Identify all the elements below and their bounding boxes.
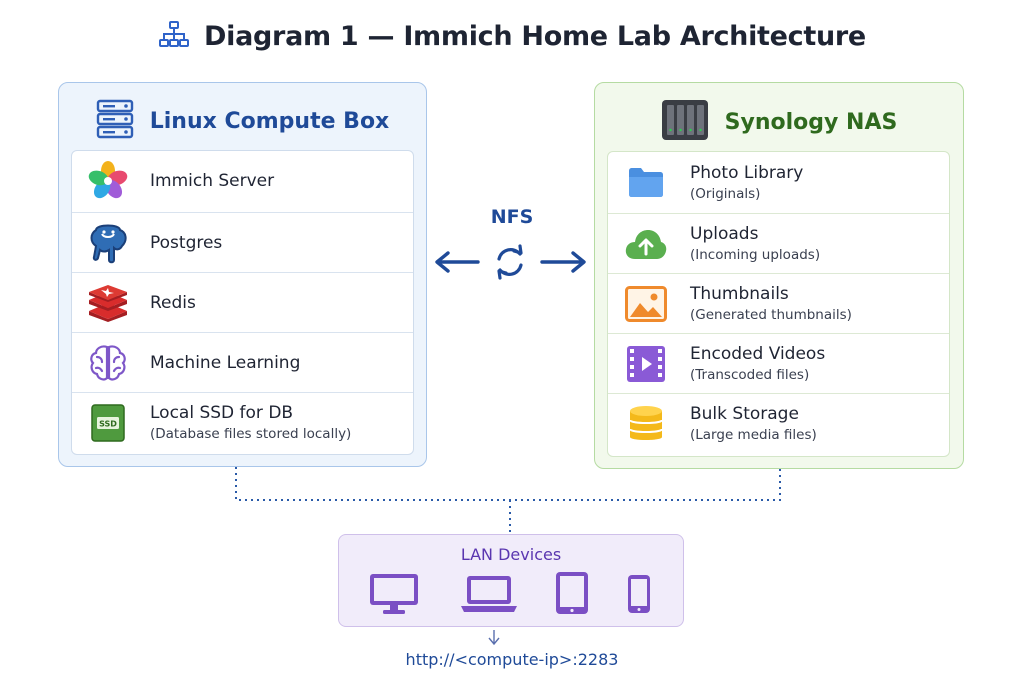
item-label: Uploads — [690, 224, 759, 244]
list-item-redis: Redis — [72, 272, 413, 332]
item-label: Machine Learning — [150, 352, 301, 373]
image-icon — [624, 282, 668, 326]
redis-icon — [86, 281, 130, 325]
item-label: Immich Server — [150, 171, 275, 191]
nas-box-title: Synology NAS — [724, 109, 898, 135]
item-label: Redis — [150, 292, 196, 313]
linux-box-title: Linux Compute Box — [149, 108, 390, 134]
linux-service-list: Immich Server Postgres — [71, 150, 414, 455]
list-item-encoded-videos: Encoded Videos (Transcoded files) — [608, 333, 949, 393]
database-icon — [624, 402, 668, 446]
item-sublabel: (Generated thumbnails) — [690, 307, 852, 323]
item-sublabel: (Incoming uploads) — [690, 247, 821, 263]
postgres-elephant-icon — [86, 221, 130, 265]
list-item-local-ssd: SSD Local SSD for DB (Database files sto… — [72, 392, 413, 452]
list-item-machine-learning: Machine Learning — [72, 332, 413, 392]
sync-icon — [497, 244, 523, 280]
tablet-icon — [556, 572, 588, 614]
hierarchy-icon — [158, 20, 190, 52]
synology-nas-box: Synology NAS Photo Library (Originals) — [594, 82, 964, 469]
lan-devices-box: LAN Devices — [338, 534, 684, 627]
laptop-icon — [461, 576, 517, 612]
brain-icon — [86, 341, 130, 385]
nas-box-header: Synology NAS — [595, 99, 963, 145]
folder-icon — [624, 160, 668, 204]
item-sublabel: (Database files stored locally) — [150, 426, 352, 442]
item-sublabel: (Transcoded files) — [690, 367, 810, 383]
item-label: Bulk Storage — [690, 404, 799, 424]
item-label: Postgres — [150, 232, 223, 253]
page-title: Diagram 1 — Immich Home Lab Architecture — [204, 20, 866, 52]
nfs-label: NFS — [490, 206, 534, 228]
item-label: Local SSD for DB — [150, 403, 294, 423]
item-label: Photo Library — [690, 162, 804, 183]
linux-box-header: Linux Compute Box — [59, 99, 426, 143]
nas-device-icon — [661, 99, 709, 145]
list-item-uploads: Uploads (Incoming uploads) — [608, 213, 949, 273]
linux-compute-box: Linux Compute Box Immich Server — [58, 82, 427, 467]
item-label: Encoded Videos — [690, 344, 826, 364]
nfs-link-arrows — [435, 244, 586, 280]
video-icon — [624, 342, 668, 386]
item-sublabel: (Originals) — [690, 185, 761, 202]
item-label: Thumbnails — [690, 284, 789, 304]
phone-icon — [628, 575, 650, 613]
nas-share-list: Photo Library (Originals) Uploads (Incom… — [607, 151, 950, 457]
list-item-immich-server: Immich Server — [72, 151, 413, 211]
ssd-icon-text: SSD — [99, 419, 117, 428]
list-item-photo-library: Photo Library (Originals) — [608, 152, 949, 212]
lan-devices-title: LAN Devices — [460, 545, 562, 564]
item-sublabel: (Large media files) — [690, 427, 817, 443]
list-item-thumbnails: Thumbnails (Generated thumbnails) — [608, 273, 949, 333]
list-item-bulk-storage: Bulk Storage (Large media files) — [608, 393, 949, 453]
list-item-postgres: Postgres — [72, 212, 413, 272]
server-rack-icon — [96, 99, 134, 143]
diagram-header: Diagram 1 — Immich Home Lab Architecture — [0, 20, 1024, 52]
monitor-icon — [370, 574, 418, 614]
immich-logo-icon — [86, 159, 130, 203]
ssd-icon: SSD — [86, 401, 130, 445]
compute-url-link[interactable]: http://<compute-ip>:2283 — [405, 650, 619, 669]
cloud-upload-icon — [624, 222, 668, 266]
